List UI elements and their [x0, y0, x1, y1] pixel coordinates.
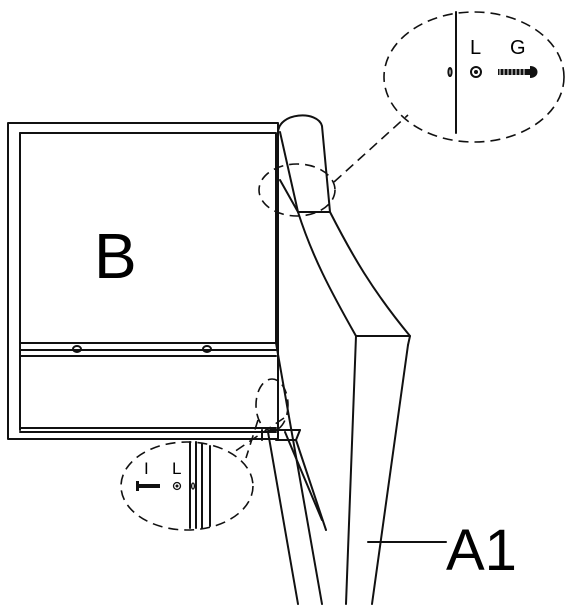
door-a1: [261, 114, 447, 605]
top-detail-label-l: L: [470, 37, 481, 59]
bottom-detail-label-i: I: [144, 459, 149, 478]
bottom-detail-label-l: L: [172, 459, 181, 478]
bottom-detail-bubble: [120, 441, 254, 531]
top-screw-icon: [498, 66, 538, 78]
rail-hole-right: [202, 345, 212, 353]
bottom-screw-icon: [136, 481, 160, 491]
rail-hole-left: [72, 345, 82, 353]
panel-b: [7, 122, 279, 440]
top-detail-label-g: G: [510, 37, 526, 59]
door-a1-label: A1: [446, 518, 517, 583]
top-detail-source-circle: [258, 163, 336, 217]
top-detail-slot: [447, 67, 453, 77]
top-detail-callout: L G: [258, 11, 565, 217]
bottom-detail-callout: I L: [120, 378, 289, 531]
top-hinge-washer-icon: [470, 66, 482, 78]
panel-b-label: B: [94, 220, 137, 292]
bottom-hinge-washer-icon: [172, 481, 182, 491]
bottom-detail-source-circle: [255, 378, 289, 432]
